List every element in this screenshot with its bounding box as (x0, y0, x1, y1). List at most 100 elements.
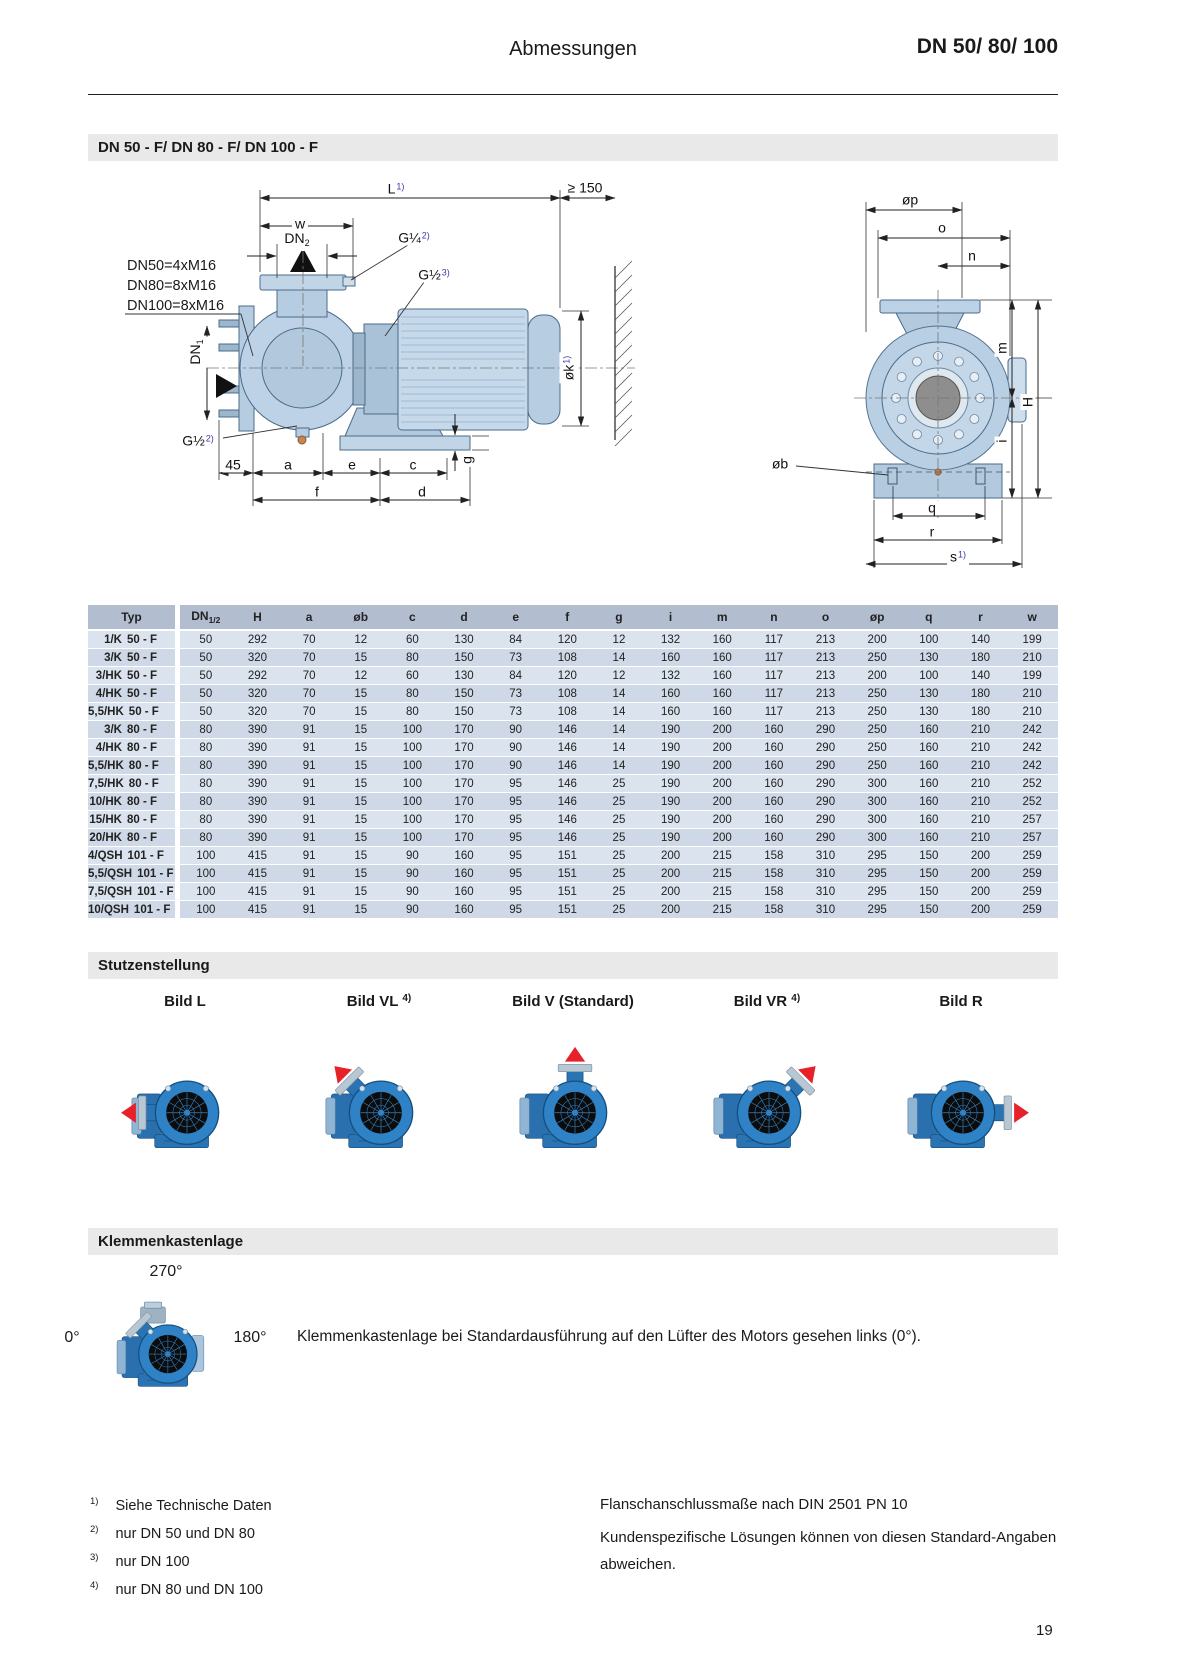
degree-label-270: 270° (149, 1263, 183, 1280)
footnote-3: 3)nur DN 100 (90, 1552, 190, 1570)
dim-label-H: H (1020, 393, 1036, 411)
table-cell: 257 (1006, 829, 1058, 847)
table-cell: 290 (799, 757, 852, 775)
table-cell: 90 (489, 757, 542, 775)
table-cell: 150 (902, 847, 955, 865)
table-cell: 12 (334, 631, 387, 649)
dim-label-g12-bottom: G½2) (179, 431, 217, 449)
table-cell: 290 (799, 793, 852, 811)
table-cell: 100 (180, 883, 232, 901)
table-cell: 300 (851, 793, 903, 811)
table-cell: 80 (180, 739, 232, 757)
table-cell: 150 (902, 901, 955, 919)
table-cell: 90 (386, 865, 439, 883)
table-cell: 100 (180, 847, 232, 865)
table-cell: 25 (593, 793, 645, 811)
table-cell: 25 (593, 775, 645, 793)
table-header-typ: Typ (88, 605, 180, 631)
flange-standard-note: Flanschanschlussmaße nach DIN 2501 PN 10 (600, 1496, 908, 1513)
table-cell: 151 (541, 865, 594, 883)
table-cell: 160 (644, 685, 697, 703)
table-cell: 160 (696, 631, 749, 649)
table-cell: 130 (438, 667, 490, 685)
table-cell: 250 (851, 685, 903, 703)
table-cell: 80 (180, 757, 232, 775)
table-cell: 80 (386, 685, 439, 703)
table-cell: 146 (541, 775, 594, 793)
table-cell: 90 (386, 901, 439, 919)
table-cell: 117 (748, 649, 800, 667)
table-cell: 190 (644, 775, 697, 793)
table-cell: 14 (593, 703, 645, 721)
table-cell: 15 (334, 883, 387, 901)
table-cell: 257 (1006, 811, 1058, 829)
table-cell: 95 (489, 901, 542, 919)
table-cell: 95 (489, 883, 542, 901)
table-cell: 15 (334, 739, 387, 757)
table-cell: 91 (283, 739, 335, 757)
footnote-1: 1)Siehe Technische Daten (90, 1496, 272, 1514)
table-cell: 25 (593, 883, 645, 901)
table-cell: 250 (851, 703, 903, 721)
dim-label-w: w (291, 216, 309, 232)
table-cell: 190 (644, 739, 697, 757)
table-cell: 70 (283, 667, 335, 685)
table-cell: 320 (231, 649, 284, 667)
table-cell: 415 (231, 847, 284, 865)
table-cell: 295 (851, 865, 903, 883)
table-cell: 390 (231, 811, 284, 829)
table-cell: 100 (386, 721, 439, 739)
table-cell: 15 (334, 775, 387, 793)
dim-label-g: g (459, 453, 475, 467)
table-cell: 91 (283, 721, 335, 739)
dim-label-op: øp (898, 192, 922, 208)
table-cell: 215 (696, 883, 749, 901)
section-bar-stutzenstellung: Stutzenstellung (88, 952, 1058, 979)
table-cell: 120 (541, 631, 594, 649)
table-cell: 210 (1006, 703, 1058, 721)
table-cell: 190 (644, 829, 697, 847)
table-cell: 100 (180, 865, 232, 883)
table-cell: 170 (438, 811, 490, 829)
table-cell: 100 (386, 829, 439, 847)
table-cell: 151 (541, 847, 594, 865)
table-cell: 100 (386, 811, 439, 829)
table-cell: 210 (954, 721, 1007, 739)
table-header-c: c (386, 605, 439, 631)
table-cell: 60 (386, 631, 439, 649)
table-cell: 14 (593, 739, 645, 757)
table-cell: 213 (799, 649, 852, 667)
table-cell: 259 (1006, 865, 1058, 883)
table-cell: 15 (334, 685, 387, 703)
dim-label-o: o (935, 220, 949, 236)
dim-label-n: n (965, 248, 979, 264)
table-cell: 50 (180, 631, 232, 649)
table-cell: 95 (489, 811, 542, 829)
table-cell: 25 (593, 829, 645, 847)
table-cell: 310 (799, 883, 852, 901)
table-cell: 14 (593, 685, 645, 703)
pump-front-view-drawing (795, 202, 1052, 568)
pump-front-art (865, 299, 1027, 499)
table-cell: 80 (180, 829, 232, 847)
table-cell: 200 (696, 829, 749, 847)
pump-image-row (88, 1030, 1058, 1178)
table-cell: 70 (283, 649, 335, 667)
degree-label-0: 0° (64, 1329, 80, 1346)
dim-label-a: a (281, 457, 295, 473)
table-cell: 100 (386, 739, 439, 757)
table-cell: 200 (696, 793, 749, 811)
table-cell: 242 (1006, 757, 1058, 775)
table-cell: 290 (799, 739, 852, 757)
table-cell: 160 (644, 649, 697, 667)
table-cell: 215 (696, 865, 749, 883)
table-cell: 390 (231, 829, 284, 847)
page-number: 19 (1036, 1622, 1053, 1639)
table-cell: 213 (799, 685, 852, 703)
